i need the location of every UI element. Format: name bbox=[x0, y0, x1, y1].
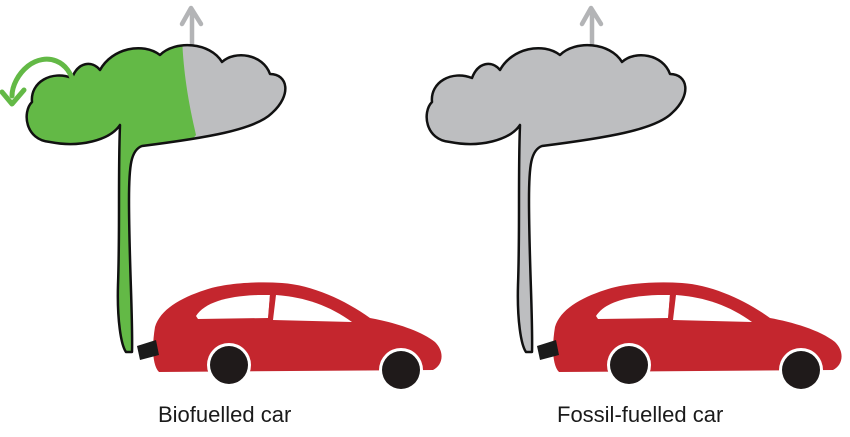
biofuelled-car-caption: Biofuelled car bbox=[158, 402, 292, 427]
fossil-fuelled-car-caption: Fossil-fuelled car bbox=[557, 402, 724, 427]
biofuelled-panel bbox=[0, 0, 444, 394]
car-icon bbox=[135, 280, 444, 394]
car-icon bbox=[535, 280, 844, 394]
recycled-carbon-portion bbox=[26, 45, 196, 352]
curved-arrow-icon bbox=[0, 56, 77, 107]
fossil-fuelled-panel bbox=[425, 8, 844, 394]
